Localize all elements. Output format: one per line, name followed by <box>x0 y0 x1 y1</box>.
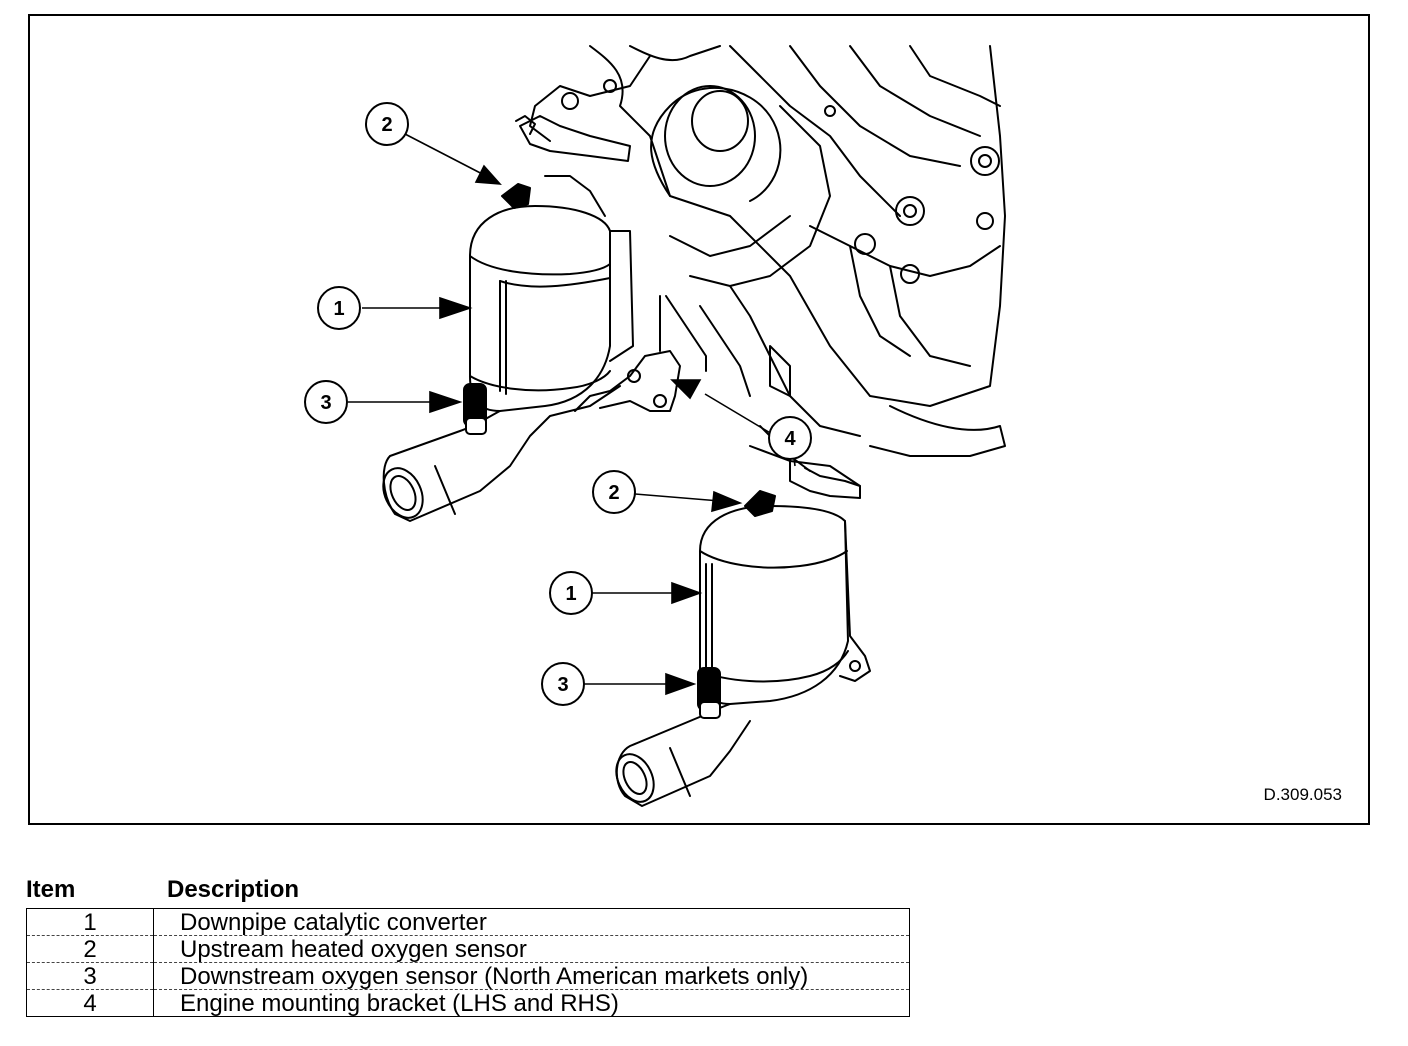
callout-label: 2 <box>608 482 619 504</box>
legend-table: 1 Downpipe catalytic converter 2 Upstrea… <box>26 908 910 1017</box>
callout-label: 4 <box>784 428 796 450</box>
callout-label: 3 <box>557 674 568 696</box>
legend-header-description: Description <box>167 876 300 903</box>
callout-label: 2 <box>381 114 392 136</box>
item-number: 2 <box>26 935 154 963</box>
callout-upper-1: 1 <box>317 286 361 330</box>
callout-label: 3 <box>320 392 331 414</box>
callout-label: 1 <box>333 298 344 320</box>
item-description: Downpipe catalytic converter <box>180 908 487 936</box>
lower-catalytic-converter <box>615 455 871 807</box>
item-description: Engine mounting bracket (LHS and RHS) <box>153 989 910 1017</box>
item-number: 1 <box>26 908 154 936</box>
lower-sensor-2 <box>744 490 776 517</box>
item-number: 4 <box>26 989 154 1017</box>
callout-4: 4 <box>768 416 812 460</box>
legend-header-item: Item <box>26 876 76 903</box>
legend-table-block: Item Description 1 Downpipe catalytic co… <box>26 876 910 1017</box>
diagram-frame: 2 1 3 4 2 1 3 D.309.053 <box>28 14 1370 825</box>
callout-upper-3: 3 <box>304 380 348 424</box>
lower-sensor-3 <box>697 667 721 719</box>
upper-sensor-3 <box>463 383 487 435</box>
upper-sensor-2 <box>501 183 531 209</box>
table-row: 4 Engine mounting bracket (LHS and RHS) <box>26 989 910 1017</box>
item-number: 3 <box>26 962 154 990</box>
callout-lower-2: 2 <box>592 470 636 514</box>
leader-lines <box>348 133 796 696</box>
callout-upper-2: 2 <box>365 102 409 146</box>
callout-lower-3: 3 <box>541 662 585 706</box>
engine-exhaust-illustration: 2 1 3 4 2 1 3 <box>304 45 1006 807</box>
callout-label: 1 <box>565 583 576 605</box>
table-row: 3 Downstream oxygen sensor (North Americ… <box>26 962 910 990</box>
figure-reference-code: D.309.053 <box>1263 785 1342 804</box>
item-description: Downstream oxygen sensor (North American… <box>153 962 910 990</box>
upper-catalytic-converter <box>382 115 707 522</box>
legend-header: Item Description <box>26 876 910 908</box>
table-row: 1 Downpipe catalytic converter <box>26 908 910 936</box>
item-description: Upstream heated oxygen sensor <box>153 935 910 963</box>
callout-lower-1: 1 <box>549 571 593 615</box>
table-row: 2 Upstream heated oxygen sensor <box>26 935 910 963</box>
engine-block-outline <box>529 45 1006 487</box>
